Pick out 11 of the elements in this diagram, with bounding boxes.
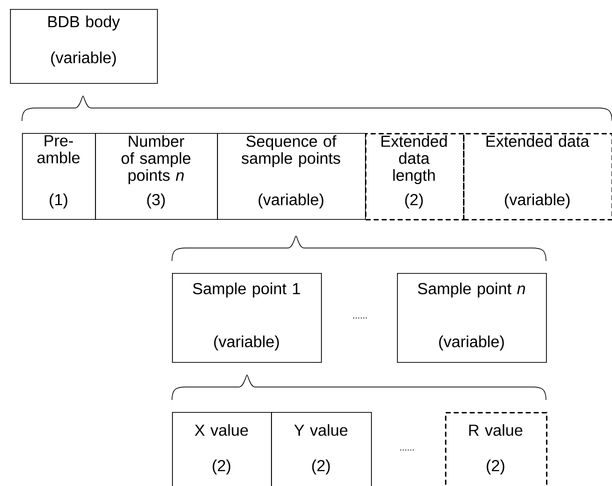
field-box: X value (2): [172, 412, 272, 486]
field-box: Pre- amble (1): [22, 133, 96, 220]
field-box: Y value (2): [271, 412, 372, 486]
field-box: Sequence of sample points (variable): [217, 133, 366, 220]
field-box: Extended data length (2): [365, 133, 464, 220]
field-box: Sample point n (variable): [397, 273, 547, 363]
field-box: R value (2): [445, 412, 548, 486]
field-box: Number of sample points n (3): [95, 133, 218, 220]
field-box: Sample point 1 (variable): [172, 273, 322, 363]
field-box: Extended data (variable): [463, 133, 612, 220]
field-box: BDB body (variable): [10, 9, 158, 84]
